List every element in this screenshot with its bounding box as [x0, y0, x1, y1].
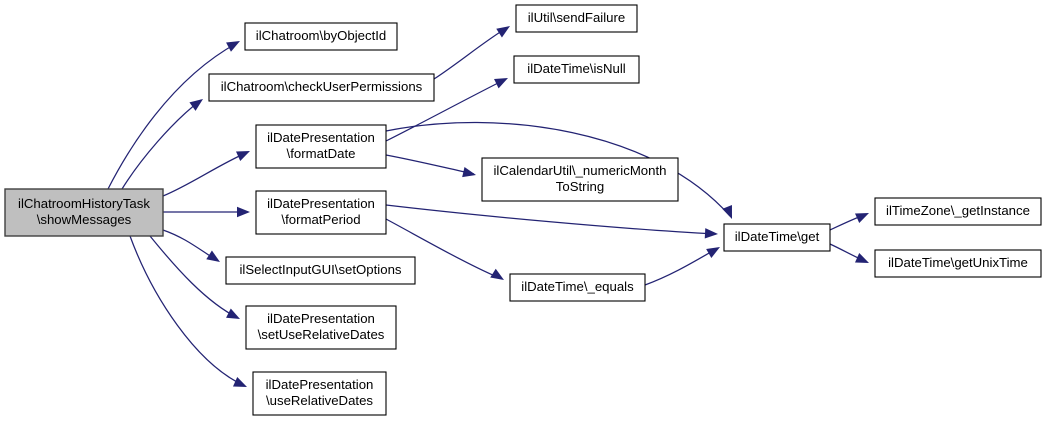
node-formatDate[interactable]: ilDatePresentation\formatDate — [255, 124, 387, 169]
node-label-getInstance: ilTimeZone\_getInstance — [886, 203, 1030, 218]
arrowhead-icon — [494, 78, 508, 89]
node-box-formatPeriod[interactable] — [255, 190, 387, 235]
node-formatPeriod[interactable]: ilDatePresentation\formatPeriod — [255, 190, 387, 235]
node-box-setOptions[interactable] — [225, 256, 416, 285]
node-box-root[interactable] — [4, 188, 164, 237]
arrowhead-icon — [226, 308, 240, 319]
edge-root-to-byObjectId — [107, 42, 238, 190]
edge-formatPeriod-to-get — [385, 204, 717, 235]
arrowhead-icon — [490, 268, 504, 280]
node-label-sendFailure: ilUtil\sendFailure — [528, 10, 625, 25]
node-label-get: ilDateTime\get — [735, 229, 820, 244]
arrowhead-icon — [496, 26, 510, 38]
edge-root-to-formatDate — [162, 151, 249, 197]
edge-formatPeriod-to-equals — [385, 218, 503, 280]
arrowhead-icon — [226, 41, 240, 52]
arrowhead-icon — [462, 167, 476, 178]
node-box-formatDate[interactable] — [255, 124, 387, 169]
nodes-layer: ilChatroomHistoryTask\showMessagesilChat… — [4, 4, 1042, 416]
edge-formatDate-to-get — [385, 121, 731, 217]
node-label-useRelativeDates: \useRelativeDates — [266, 393, 373, 408]
arrowhead-icon — [189, 99, 203, 111]
node-byObjectId[interactable]: ilChatroom\byObjectId — [244, 22, 398, 51]
node-label-setUseRelativeDates: ilDatePresentation — [267, 311, 375, 326]
node-label-formatDate: \formatDate — [287, 146, 356, 161]
node-box-equals[interactable] — [509, 273, 646, 302]
node-label-isNull: ilDateTime\isNull — [527, 61, 626, 76]
edge-formatDate-to-isNull — [385, 78, 507, 142]
node-isNull[interactable]: ilDateTime\isNull — [513, 55, 640, 84]
edge-root-to-checkUserPermissions — [121, 99, 202, 190]
arrowhead-icon — [722, 204, 732, 219]
node-label-byObjectId: ilChatroom\byObjectId — [256, 28, 386, 43]
node-label-formatPeriod: \formatPeriod — [281, 212, 360, 227]
node-box-getInstance[interactable] — [874, 197, 1042, 226]
node-get[interactable]: ilDateTime\get — [723, 223, 831, 252]
node-box-byObjectId[interactable] — [244, 22, 398, 51]
node-getUnixTime[interactable]: ilDateTime\getUnixTime — [874, 249, 1042, 278]
node-label-numericMonthToString: ilCalendarUtil\_numericMonth — [494, 163, 667, 178]
arrowhead-icon — [855, 213, 869, 224]
node-box-useRelativeDates[interactable] — [252, 371, 387, 416]
node-box-sendFailure[interactable] — [515, 4, 638, 33]
node-box-setUseRelativeDates[interactable] — [245, 305, 397, 350]
node-root[interactable]: ilChatroomHistoryTask\showMessages — [4, 188, 164, 237]
node-setOptions[interactable]: ilSelectInputGUI\setOptions — [225, 256, 416, 285]
node-label-equals: ilDateTime\_equals — [521, 279, 634, 294]
node-box-get[interactable] — [723, 223, 831, 252]
node-label-getUnixTime: ilDateTime\getUnixTime — [888, 255, 1028, 270]
node-box-checkUserPermissions[interactable] — [208, 73, 435, 102]
node-label-checkUserPermissions: ilChatroom\checkUserPermissions — [221, 79, 423, 94]
node-sendFailure[interactable]: ilUtil\sendFailure — [515, 4, 638, 33]
node-label-useRelativeDates: ilDatePresentation — [266, 377, 374, 392]
node-checkUserPermissions[interactable]: ilChatroom\checkUserPermissions — [208, 73, 435, 102]
edge-formatDate-to-numericMonthToString — [385, 154, 475, 175]
arrowheads-layer — [189, 26, 869, 387]
node-equals[interactable]: ilDateTime\_equals — [509, 273, 646, 302]
edge-root-to-useRelativeDates — [129, 235, 246, 387]
node-label-numericMonthToString: ToString — [556, 179, 604, 194]
node-box-getUnixTime[interactable] — [874, 249, 1042, 278]
node-useRelativeDates[interactable]: ilDatePresentation\useRelativeDates — [252, 371, 387, 416]
node-getInstance[interactable]: ilTimeZone\_getInstance — [874, 197, 1042, 226]
edge-checkUserPermissions-to-sendFailure — [433, 26, 509, 80]
node-setUseRelativeDates[interactable]: ilDatePresentation\setUseRelativeDates — [245, 305, 397, 350]
arrowhead-icon — [233, 376, 247, 387]
arrowhead-icon — [704, 228, 718, 239]
edge-equals-to-get — [644, 247, 719, 286]
edge-root-to-setUseRelativeDates — [149, 235, 239, 319]
node-label-root: \showMessages — [37, 212, 132, 227]
arrowhead-icon — [706, 247, 720, 259]
arrowhead-icon — [237, 206, 250, 218]
node-box-isNull[interactable] — [513, 55, 640, 84]
node-label-formatPeriod: ilDatePresentation — [267, 196, 375, 211]
arrowhead-icon — [236, 151, 250, 162]
node-label-setUseRelativeDates: \setUseRelativeDates — [258, 327, 385, 342]
node-box-numericMonthToString[interactable] — [481, 157, 679, 202]
node-label-setOptions: ilSelectInputGUI\setOptions — [240, 262, 402, 277]
arrowhead-icon — [206, 250, 220, 262]
node-label-root: ilChatroomHistoryTask — [18, 196, 150, 211]
arrowhead-icon — [855, 252, 869, 263]
node-label-formatDate: ilDatePresentation — [267, 130, 375, 145]
